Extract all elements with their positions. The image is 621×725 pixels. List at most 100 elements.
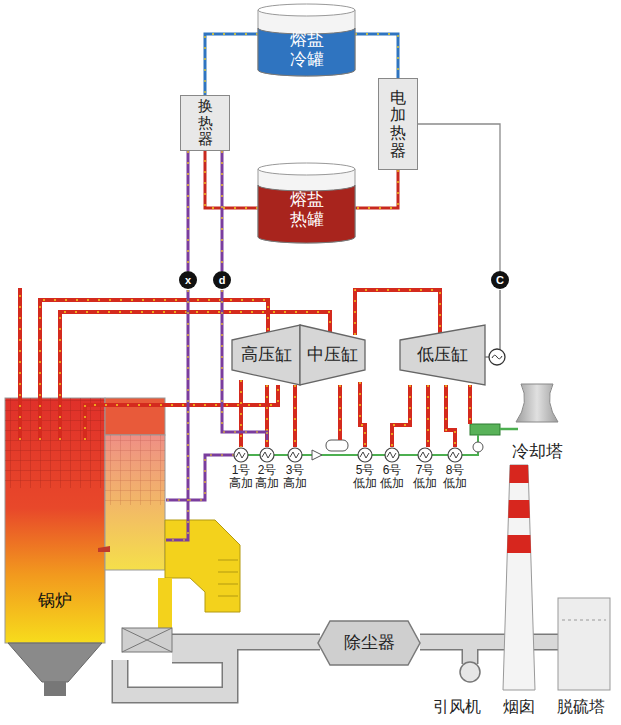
chimney-stripe — [507, 535, 531, 553]
feedwater-heater: 5号 低加 — [347, 447, 383, 497]
node-text: x — [185, 275, 191, 286]
tank-top — [258, 4, 355, 16]
node-text: 除尘器 — [344, 633, 395, 653]
heater-coil — [360, 452, 369, 458]
heat-exchanger-box: 换热器 — [180, 95, 230, 151]
boiler-hopper — [44, 682, 66, 696]
heater-symbol — [385, 448, 399, 462]
cooling-water-pipe — [500, 428, 518, 431]
feedwater-heater: 3号 高加 — [277, 447, 313, 497]
node-text: d — [219, 275, 226, 286]
heater-symbol — [288, 448, 302, 462]
pipe-dots — [205, 151, 258, 208]
node-text: 电加热器 — [390, 89, 406, 159]
deaerator — [326, 440, 348, 451]
boiler-hopper — [8, 643, 102, 682]
generator-wire — [485, 290, 500, 357]
burner — [98, 546, 110, 552]
pump-symbol — [312, 450, 322, 460]
node-text: 高压缸 — [241, 345, 292, 365]
pipe-connector — [205, 34, 258, 95]
air-preheater — [122, 628, 172, 652]
stream-marker: x — [179, 271, 197, 289]
heater-coil — [387, 452, 396, 458]
tank-salt — [258, 185, 355, 243]
heater-coil — [290, 452, 299, 458]
heater-coil — [450, 452, 459, 458]
pipe-connector — [355, 34, 398, 78]
node-text: 低压缸 — [417, 345, 468, 365]
pump-symbol — [473, 442, 483, 452]
stream-marker: C — [491, 271, 509, 289]
air-preheater — [122, 628, 172, 652]
boiler-back-pass — [105, 435, 165, 570]
feedwater-heater: 6号 低加 — [374, 447, 410, 497]
collector-outline — [318, 621, 420, 665]
generator-symbol — [492, 355, 502, 359]
molten-salt-tank: 熔盐 热罐 — [258, 163, 355, 243]
pipe-connector — [221, 151, 224, 271]
equipment-label: 烟囱 — [503, 697, 535, 718]
tank-salt — [258, 28, 355, 76]
equipment-label: 引风机 — [433, 697, 481, 718]
cooling-tower — [516, 384, 558, 422]
dust-collector: 除尘器 — [318, 621, 420, 665]
heater-symbol — [234, 448, 248, 462]
node-text: 换热器 — [198, 98, 213, 148]
chimney-stripe — [509, 465, 528, 483]
heater-symbol — [358, 448, 372, 462]
electric-heater-box: 电加热器 — [378, 78, 418, 170]
equipment-label: 脱硫塔 — [557, 697, 605, 718]
heater-coil — [262, 452, 271, 458]
node-text: C — [496, 275, 504, 286]
spray-layer — [562, 620, 606, 621]
cylinder-outline — [400, 325, 485, 385]
tank-body — [258, 169, 355, 243]
node-text: 1号 高加 — [227, 464, 255, 490]
pipe-connector — [205, 151, 258, 208]
heater-coil — [420, 452, 429, 458]
turbine-cylinder: 高压缸 — [232, 325, 300, 385]
heater-symbol — [448, 448, 462, 462]
pipe-connector — [355, 170, 398, 208]
boiler-tubes — [105, 435, 165, 505]
turbine-cylinder: 低压缸 — [400, 325, 485, 385]
heater-coil — [236, 452, 245, 458]
feedwater-heater: 2号 高加 — [249, 447, 285, 497]
cylinder-outline — [300, 325, 365, 385]
heater-symbol — [260, 448, 274, 462]
node-text: 5号 低加 — [351, 464, 379, 490]
node-text: 7号 低加 — [411, 464, 439, 490]
turbine-cylinder: 中压缸 — [300, 325, 365, 385]
scr-duct — [165, 520, 240, 612]
feedwater-heater: 1号 高加 — [223, 447, 259, 497]
boiler: 锅炉 — [5, 398, 105, 643]
pipe-connector — [187, 151, 190, 271]
chimney-stripe — [508, 500, 530, 518]
generator-symbol — [489, 349, 505, 365]
node-text: 中压缸 — [307, 345, 358, 365]
heater-symbol — [418, 448, 432, 462]
pipe-dots — [205, 34, 258, 95]
node-text: 6号 低加 — [378, 464, 406, 490]
salt-steam-pipe-dots — [166, 290, 267, 540]
node-text: 锅炉 — [38, 591, 72, 611]
tank-top — [258, 163, 355, 175]
stream-marker: d — [213, 271, 231, 289]
chimney — [503, 465, 535, 690]
node-text: 8号 低加 — [441, 464, 469, 490]
pipe-dots — [355, 34, 398, 78]
node-text: 熔盐 冷罐 — [287, 30, 326, 69]
pipe-dots — [187, 151, 188, 271]
fan-symbol — [460, 662, 480, 682]
equipment-label: 冷却塔 — [512, 440, 563, 463]
tank-body — [258, 10, 355, 76]
node-text: 2号 高加 — [253, 464, 281, 490]
cylinder-outline — [232, 325, 300, 385]
molten-salt-tank: 熔盐 冷罐 — [258, 4, 355, 76]
node-text: 熔盐 热罐 — [287, 190, 326, 229]
scr-layers — [218, 560, 238, 596]
pipe-dots — [221, 151, 222, 271]
pipe-dots — [355, 170, 398, 208]
